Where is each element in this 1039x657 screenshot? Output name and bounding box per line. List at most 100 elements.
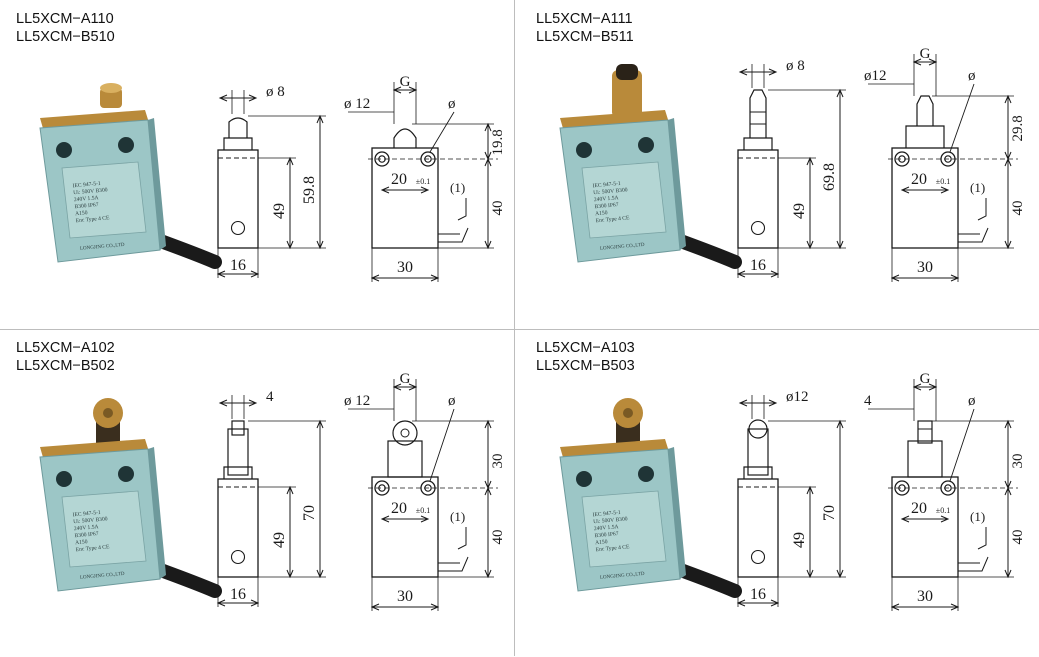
label-line: B300 IP67 [74,202,99,210]
cable-exit [438,556,469,572]
label-plate [61,161,147,239]
mount-hole [56,471,72,487]
label-line: IEC 947-5-1 [72,510,101,518]
arrow-head [736,270,746,278]
mount-hole [638,466,654,482]
arrow-head [950,603,960,611]
arrow-head [836,88,844,98]
label-line: A150 [595,539,608,546]
side-top-dim: 4 [266,389,274,405]
model-name: LL5XCM−A110 [16,11,114,27]
side-width: 16 [750,586,766,603]
lower-height: 40 [490,530,506,545]
maker-name: LONGJING CO.,LTD [600,243,645,252]
front-body [891,147,959,249]
side-head [223,137,253,150]
arrow-head [928,58,938,66]
label-plate [581,490,667,568]
arrow-head [836,419,844,429]
pitch-tolerance: ±0.1 [936,177,950,186]
maker-name: LONGJING CO.,LTD [80,243,125,252]
arrow-head [286,569,294,579]
label-line: 240V 1.5A [594,195,619,203]
leader-line [949,408,975,482]
leader-line [429,111,455,153]
arrow-head [248,399,258,407]
left-diameter-label: ø 12 [344,393,370,409]
side-hole [230,549,246,565]
horizontal-divider [0,329,1039,330]
side-body [217,149,259,249]
right-diameter-label: ø [968,393,976,409]
arrow-head [950,274,960,282]
front-roller-axle [400,428,410,438]
arrow-head [250,599,260,607]
arrow-head [430,274,440,282]
side-head [743,466,773,479]
arrow-head [912,58,922,66]
plunger-actuator [612,70,642,118]
mount-hole [576,471,592,487]
arrow-head [484,569,492,579]
right-diameter-label: ø [448,393,456,409]
pitch-label: 20 [911,171,927,188]
label-line: 240V 1.5A [594,524,619,532]
arrow-head [806,240,814,250]
label-line: Enc Type 4 CE [595,544,630,553]
front-width: 30 [397,588,413,605]
front-head [907,440,943,478]
front-body [371,147,439,249]
arrow-head [408,86,418,94]
maker-name: LONGJING CO.,LTD [80,572,125,581]
note-arrow [457,198,467,221]
arrow-head [1004,94,1012,104]
side-body [737,478,779,578]
label-line: Ui: 500V B300 [73,516,108,525]
arrow-head [370,274,380,282]
cable-exit [958,227,989,243]
note-label: (1) [970,509,985,524]
arrow-head [1004,240,1012,250]
mount-hole [118,137,134,153]
front-plunger [916,95,934,126]
upper-height: 29.8 [1010,115,1026,141]
pitch-tolerance: ±0.1 [416,177,430,186]
side-total-height: 69.8 [821,163,838,191]
arrow-head [250,270,260,278]
mount-hole [638,137,654,153]
right-diameter-label: ø [448,96,456,112]
arrow-head [1004,419,1012,429]
side-body-height: 49 [271,532,288,548]
arrow-head [484,122,492,132]
arrow-head [484,157,492,167]
gap-label: G [400,74,411,90]
front-roller [917,420,933,444]
arrow-head [316,419,324,429]
front-width: 30 [397,259,413,276]
side-roller-arm [227,428,249,476]
arrow-head [912,383,922,391]
switch-side [148,118,166,250]
arrow-head [806,156,814,166]
arrow-head [286,485,294,495]
front-width: 30 [917,259,933,276]
label-line: B300 IP67 [74,531,99,539]
mount-hole [56,142,72,158]
roller-axle [623,408,633,418]
label-plate [581,161,667,239]
maker-name: LONGJING CO.,LTD [600,572,645,581]
arrow-head [286,240,294,250]
model-name: LL5XCM−B511 [536,29,634,45]
note-arrow [457,527,467,550]
